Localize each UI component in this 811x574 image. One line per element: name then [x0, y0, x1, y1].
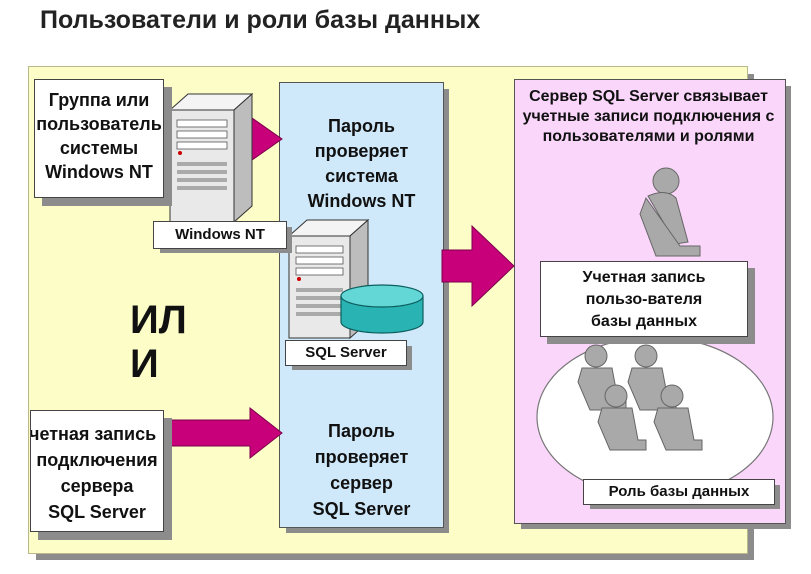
- sql-verification-text: Пароль проверяет сервер SQL Server: [280, 418, 443, 522]
- windows-user-line-1: Группа или: [48, 90, 150, 110]
- role-label: Роль базы данных: [583, 479, 775, 505]
- database-icon: [340, 284, 424, 334]
- user-account-line-1: Учетная запись: [582, 269, 706, 286]
- mapping-header: Сервер SQL Server связывает учетные запи…: [486, 87, 811, 147]
- windows-verification-line-2: проверяет: [314, 141, 409, 161]
- arrow-sql-login-to-verify: [165, 406, 283, 460]
- sql-login-box: Учетная запись подключения сервера SQL S…: [30, 410, 164, 532]
- or-text: ИЛ И: [130, 298, 187, 386]
- or-text-line-2: И: [130, 342, 159, 386]
- windows-user-line-3: системы: [59, 138, 139, 158]
- windows-verification-line-3: система: [325, 166, 398, 186]
- mapping-header-line-3: пользователями и ролями: [542, 128, 755, 145]
- sql-verification-line-1: Пароль: [328, 421, 395, 441]
- sql-login-line-4: SQL Server: [48, 502, 146, 522]
- sql-verification-line-4: SQL Server: [312, 499, 411, 519]
- or-text-line-1: ИЛ: [130, 298, 187, 342]
- mapping-header-line-2: учетные записи подключения с: [522, 108, 775, 125]
- windows-user-box: Группа или пользователь системы Windows …: [34, 79, 164, 198]
- mapping-header-line-1: Сервер SQL Server связывает: [529, 88, 768, 105]
- role-member-3-icon: [597, 384, 647, 451]
- page-title: Пользователи и роли базы данных: [40, 6, 481, 34]
- sql-server-label: SQL Server: [285, 340, 407, 366]
- windows-verification-text: Пароль проверяет система Windows NT: [280, 114, 443, 214]
- sql-verification-line-2: проверяет: [314, 447, 409, 467]
- sql-verification-line-3: сервер: [330, 473, 393, 493]
- role-members-icon: [577, 344, 703, 451]
- sql-login-line-1: Учетная запись: [30, 424, 157, 444]
- windows-nt-label: Windows NT: [153, 221, 287, 249]
- windows-user-line-4: Windows NT: [45, 162, 153, 182]
- windows-nt-server-icon: [168, 92, 254, 224]
- sql-login-line-2: подключения: [36, 450, 158, 470]
- user-account-line-3: базы данных: [591, 313, 697, 330]
- user-account-box: Учетная запись пользо-вателя базы данных: [540, 261, 748, 337]
- user-account-line-2: пользо-вателя: [585, 291, 703, 308]
- windows-verification-line-1: Пароль: [328, 116, 395, 136]
- role-member-4-icon: [653, 384, 703, 451]
- windows-verification-line-4: Windows NT: [307, 191, 416, 211]
- arrow-verify-to-server: [441, 224, 515, 308]
- sql-login-line-3: сервера: [60, 476, 134, 496]
- user-figure-icon: [639, 167, 701, 257]
- windows-user-line-2: пользователь: [36, 114, 162, 134]
